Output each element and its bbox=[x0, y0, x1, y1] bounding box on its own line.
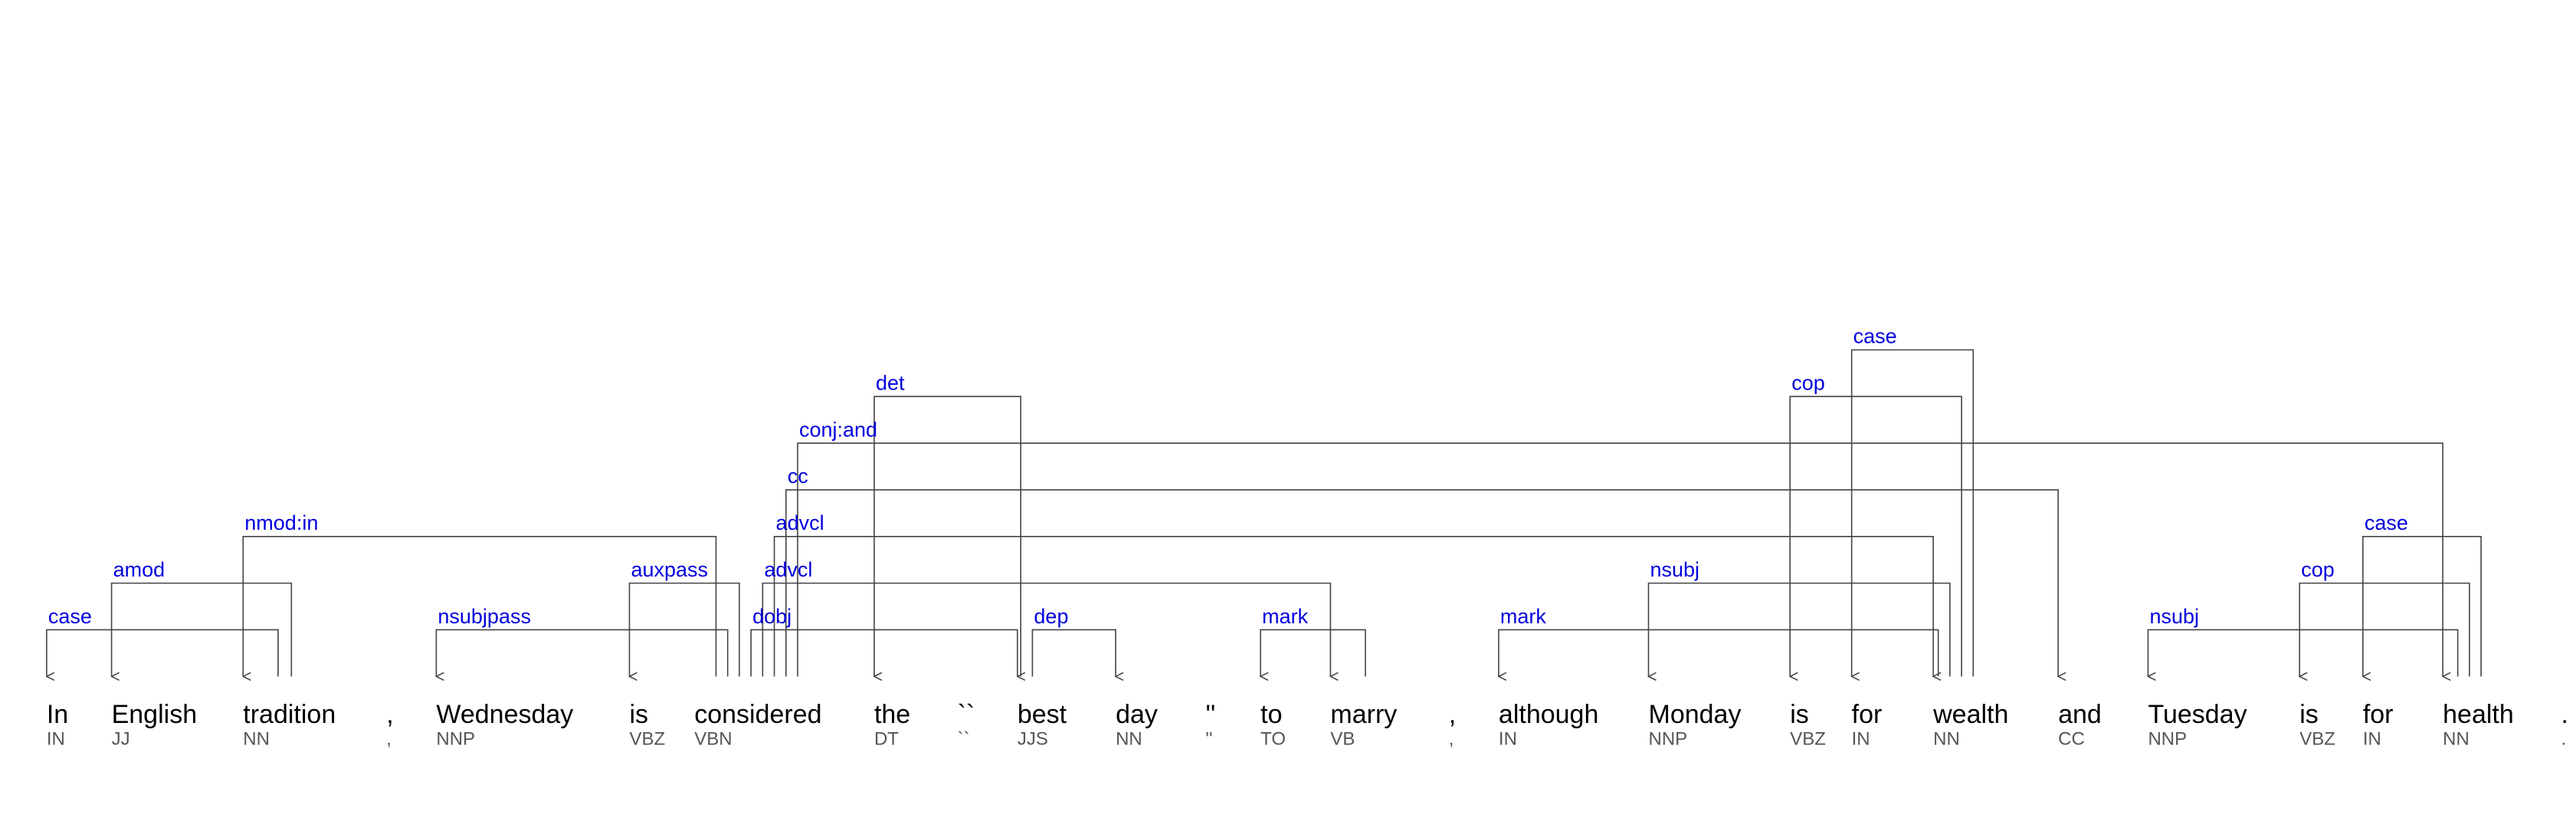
dependency-arc-cop bbox=[2299, 582, 2470, 677]
relation-label: dep bbox=[1034, 605, 1068, 628]
pos-tag: CC bbox=[2058, 728, 2085, 749]
dependency-arc-case bbox=[1852, 349, 1975, 676]
dependency-arc-nmod-in bbox=[243, 535, 717, 677]
token-word: In bbox=[47, 700, 68, 729]
dependency-arc-dobj bbox=[750, 629, 1018, 676]
token-row: InINEnglishJJtraditionNN,,WednesdayNNPis… bbox=[47, 700, 2568, 749]
token-word: Tuesday bbox=[2148, 700, 2247, 729]
token-word: is bbox=[1790, 700, 1809, 729]
dependency-arc-cop bbox=[1790, 396, 1962, 676]
pos-tag: NN bbox=[1116, 728, 1142, 749]
pos-tag: . bbox=[2561, 728, 2566, 749]
pos-tag: NN bbox=[243, 728, 270, 749]
token-word: considered bbox=[694, 700, 821, 729]
token-word: day bbox=[1116, 700, 1158, 729]
dependency-arc-case bbox=[47, 629, 279, 676]
pos-tag: VB bbox=[1330, 728, 1355, 749]
relation-label: cc bbox=[788, 465, 808, 488]
relation-label: nmod:in bbox=[244, 511, 318, 534]
pos-tag: JJ bbox=[112, 728, 130, 749]
dependency-arc-dep bbox=[1031, 629, 1116, 676]
pos-tag: NN bbox=[1933, 728, 1960, 749]
relation-label: case bbox=[1853, 325, 1897, 348]
dependency-arc-conj-and bbox=[797, 442, 2443, 676]
pos-tag: , bbox=[1449, 728, 1454, 749]
pos-tag: IN bbox=[2363, 728, 2381, 749]
dependency-arc-nsubjpass bbox=[436, 629, 729, 676]
token-word: best bbox=[1018, 700, 1067, 729]
token-word: for bbox=[2363, 700, 2394, 729]
dependency-arc-nsubj bbox=[2148, 629, 2459, 676]
token-word: for bbox=[1852, 700, 1883, 729]
pos-tag: TO bbox=[1260, 728, 1286, 749]
token-word: the bbox=[874, 700, 910, 729]
token-word: tradition bbox=[243, 700, 336, 729]
pos-tag: IN bbox=[47, 728, 65, 749]
relation-label: dobj bbox=[752, 605, 791, 628]
token-word: although bbox=[1499, 700, 1598, 729]
relation-label: cop bbox=[1791, 372, 1825, 395]
relation-label: case bbox=[48, 605, 92, 628]
token-word: to bbox=[1260, 700, 1282, 729]
relation-label: det bbox=[876, 372, 905, 395]
dependency-arcs bbox=[47, 349, 2482, 677]
token-word: `` bbox=[958, 700, 975, 729]
pos-tag: JJS bbox=[1018, 728, 1048, 749]
token-word: marry bbox=[1330, 700, 1397, 729]
dependency-arc-cc bbox=[785, 489, 2058, 676]
token-word: '' bbox=[1205, 700, 1215, 729]
pos-tag: DT bbox=[874, 728, 899, 749]
token-word: is bbox=[2299, 700, 2319, 729]
relation-label: amod bbox=[113, 558, 166, 581]
token-word: health bbox=[2443, 700, 2514, 729]
pos-tag: NNP bbox=[1649, 728, 1688, 749]
token-word: wealth bbox=[1932, 700, 2008, 729]
relation-label: mark bbox=[1262, 605, 1308, 628]
pos-tag: `` bbox=[958, 728, 970, 749]
pos-tag: IN bbox=[1852, 728, 1870, 749]
relation-label: nsubjpass bbox=[438, 605, 531, 628]
pos-tag: VBZ bbox=[2299, 728, 2335, 749]
relation-label: mark bbox=[1500, 605, 1546, 628]
relation-label: advcl bbox=[764, 558, 812, 581]
dependency-arc-det bbox=[874, 396, 1021, 676]
pos-tag: VBN bbox=[694, 728, 732, 749]
relation-label: nsubj bbox=[2149, 605, 2199, 628]
pos-tag: '' bbox=[1205, 728, 1212, 749]
token-word: , bbox=[1449, 700, 1456, 729]
pos-tag: NNP bbox=[436, 728, 475, 749]
relation-label: auxpass bbox=[631, 558, 708, 581]
pos-tag: IN bbox=[1499, 728, 1517, 749]
token-word: . bbox=[2561, 700, 2568, 729]
dependency-arc-nsubj bbox=[1649, 582, 1951, 677]
relation-label: cop bbox=[2301, 558, 2335, 581]
dependency-arc-amod bbox=[112, 582, 293, 677]
pos-tag: , bbox=[386, 728, 392, 749]
pos-tag: VBZ bbox=[1790, 728, 1826, 749]
pos-tag: VBZ bbox=[629, 728, 665, 749]
pos-tag: NN bbox=[2443, 728, 2469, 749]
token-word: Wednesday bbox=[436, 700, 573, 729]
dependency-arc-case bbox=[2363, 535, 2482, 677]
token-word: English bbox=[112, 700, 198, 729]
relation-label: nsubj bbox=[1650, 558, 1700, 581]
dependency-arc-mark bbox=[1499, 629, 1939, 676]
dependency-arc-mark bbox=[1260, 629, 1366, 676]
dependency-arc-auxpass bbox=[629, 582, 740, 677]
dependency-arc-advcl bbox=[773, 535, 1934, 677]
relation-labels: case amod nmod:in nsubjpass auxpass dobj advcl… bbox=[48, 325, 2408, 628]
token-word: and bbox=[2058, 700, 2102, 729]
token-word: is bbox=[629, 700, 648, 729]
relation-label: case bbox=[2365, 511, 2408, 534]
pos-tag: NNP bbox=[2148, 728, 2187, 749]
token-word: , bbox=[386, 700, 393, 729]
relation-label: conj:and bbox=[799, 418, 877, 441]
token-word: Monday bbox=[1649, 700, 1742, 729]
relation-label: advcl bbox=[776, 511, 824, 534]
